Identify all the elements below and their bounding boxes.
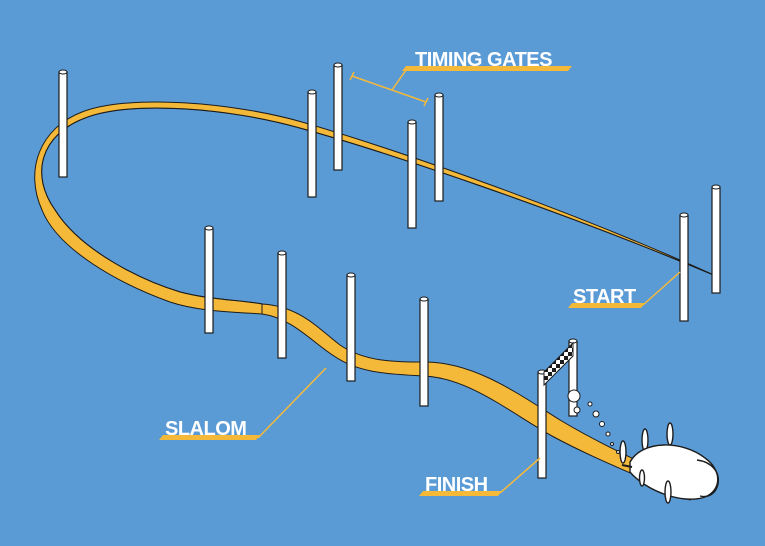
timing-gates-label: TIMING GATES xyxy=(415,49,552,71)
track-path xyxy=(34,101,717,501)
finish-pole-1 xyxy=(537,369,547,479)
timing-gates-label-bar xyxy=(402,66,572,71)
timing-gates-marker-cap-2 xyxy=(423,97,429,107)
start-pole-1 xyxy=(679,212,689,322)
finish-leader xyxy=(499,457,541,494)
slalom-pole-4 xyxy=(419,296,429,407)
start-label: START xyxy=(573,286,636,308)
bubbles xyxy=(567,389,620,454)
start-leader xyxy=(642,271,681,306)
start-pole-2 xyxy=(711,184,721,294)
timing-gate-pole-3 xyxy=(407,119,417,229)
finish-label: FINISH xyxy=(425,474,488,496)
underwater-drone-icon xyxy=(619,422,719,504)
finish-label-bar xyxy=(419,491,502,496)
slalom-pole-2 xyxy=(277,250,287,359)
loop-pole xyxy=(58,69,68,178)
checkered-flag-icon xyxy=(543,341,574,387)
slalom-pole-3 xyxy=(346,272,356,382)
slalom-label: SLALOM xyxy=(165,418,246,440)
timing-gate-pole-4 xyxy=(434,92,444,202)
timing-gates-marker xyxy=(351,75,427,103)
slalom-pole-1 xyxy=(204,225,214,334)
timing-gate-pole-1 xyxy=(307,89,317,198)
timing-gate-pole-2 xyxy=(333,62,343,171)
poles xyxy=(58,62,721,479)
slalom-leader xyxy=(257,367,327,439)
finish-pole-2 xyxy=(568,338,578,417)
slalom-label-bar xyxy=(159,435,260,440)
timing-gates-marker-cap-1 xyxy=(349,71,355,81)
timing-gates-leader xyxy=(391,69,407,91)
start-label-bar xyxy=(568,303,645,308)
